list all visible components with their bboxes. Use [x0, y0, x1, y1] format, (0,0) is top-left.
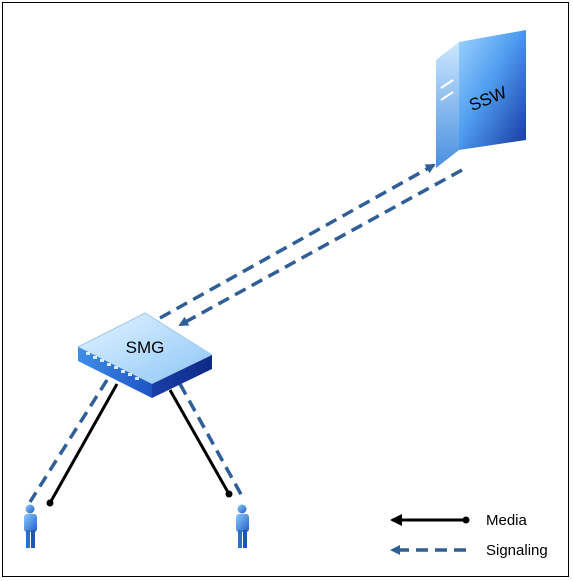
legend-media: Media — [390, 512, 528, 529]
switch-icon — [76, 312, 214, 398]
ssw-server: SSW — [436, 30, 526, 168]
signaling-link-smg-to-ssw — [159, 163, 436, 320]
server-icon — [436, 30, 526, 168]
legend-signaling-label: Signaling — [486, 542, 548, 559]
legend-media-label: Media — [486, 512, 528, 529]
media-link-smg-to-user-right — [168, 389, 233, 498]
legend-signaling: Signaling — [390, 542, 548, 559]
legend: Media Signaling — [390, 512, 548, 559]
media-link-smg-to-user-left — [46, 383, 119, 507]
smg-label: SMG — [126, 338, 165, 357]
person-icon — [24, 504, 37, 548]
signaling-link-smg-to-user-left — [28, 379, 109, 503]
smg-gateway: SMG — [76, 312, 214, 398]
signaling-link-smg-to-user-right — [178, 383, 245, 499]
user-right — [236, 504, 249, 548]
person-icon — [236, 504, 249, 548]
user-left — [24, 504, 37, 548]
signaling-link-ssw-to-smg — [178, 168, 463, 327]
